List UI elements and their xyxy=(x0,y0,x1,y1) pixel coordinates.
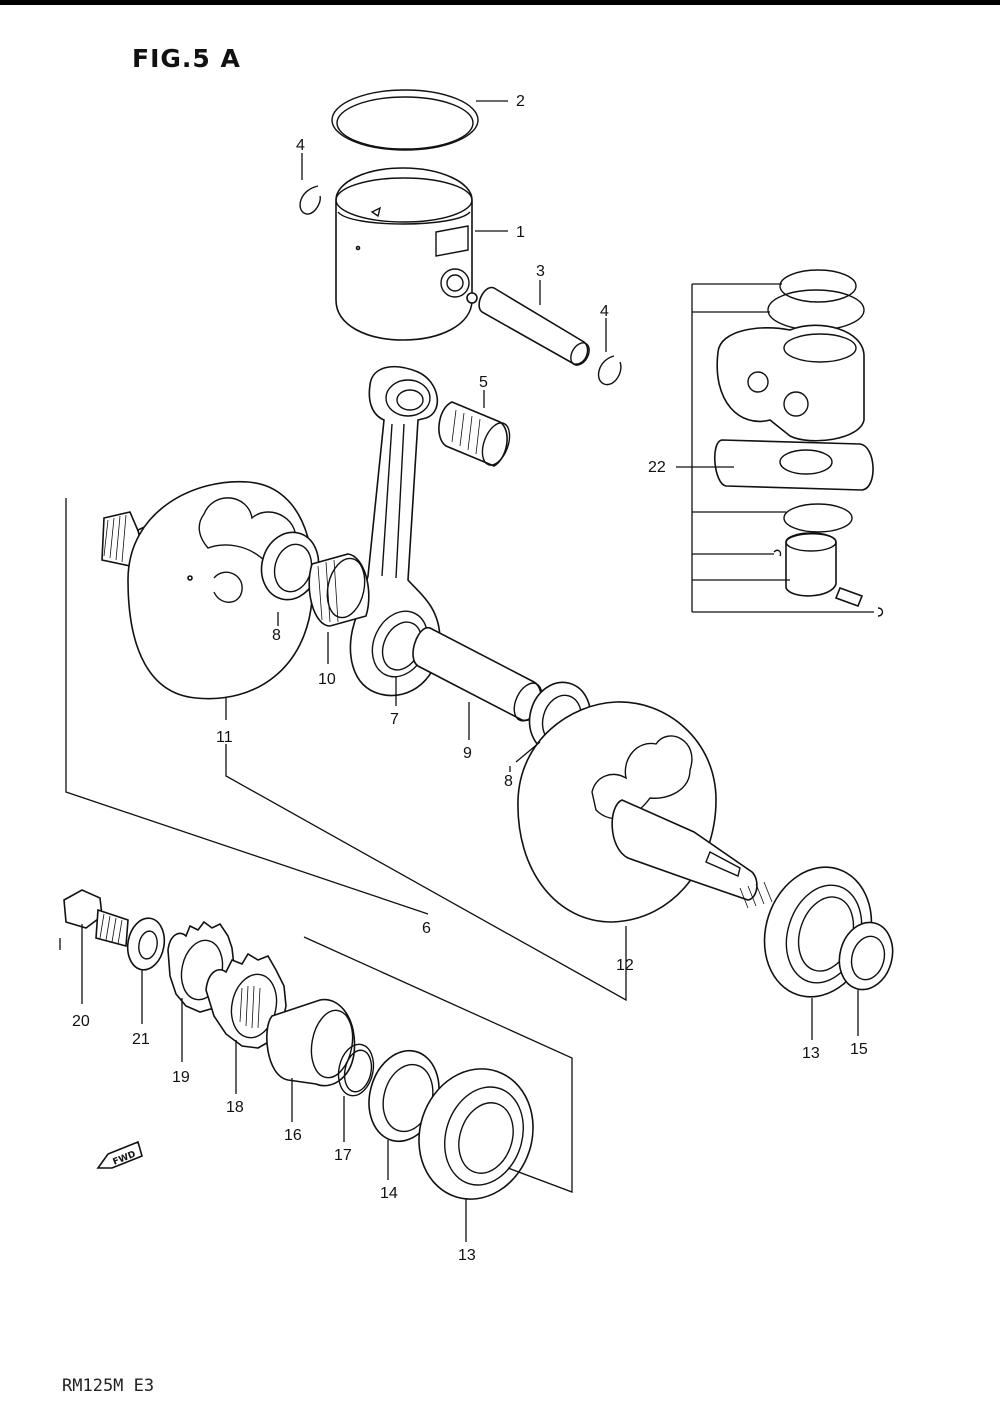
callout-21: 21 xyxy=(132,1031,150,1048)
callout-12: 12 xyxy=(616,957,634,974)
piston-pin-clip-lower[interactable] xyxy=(597,355,622,386)
callout-13-lower: 13 xyxy=(458,1247,476,1264)
bolt-washer[interactable] xyxy=(124,915,168,972)
fwd-arrow-icon: FWD xyxy=(96,1140,143,1169)
inset-top-end-kit[interactable] xyxy=(713,269,884,617)
callout-1: 1 xyxy=(516,224,525,241)
crank-bolt[interactable] xyxy=(63,889,129,948)
o-ring[interactable] xyxy=(334,1041,378,1099)
callout-13-right: 13 xyxy=(802,1045,820,1062)
piston-pin[interactable] xyxy=(478,286,593,369)
spacer[interactable] xyxy=(266,998,358,1087)
callout-labels: 2 4 1 3 4 5 22 8 10 7 11 9 8 6 12 20 21 … xyxy=(72,93,868,1264)
piston-pin-clip-upper[interactable] xyxy=(299,185,321,215)
scan-top-border xyxy=(0,0,1000,5)
callout-4-lower: 4 xyxy=(600,303,609,320)
callout-17: 17 xyxy=(334,1147,352,1164)
callout-10: 10 xyxy=(318,671,336,688)
callout-15: 15 xyxy=(850,1041,868,1058)
callout-3: 3 xyxy=(536,263,545,280)
leader-lines xyxy=(59,100,874,1242)
callout-18: 18 xyxy=(226,1099,244,1116)
callout-8-right: 8 xyxy=(504,773,513,790)
callout-2: 2 xyxy=(516,93,525,110)
callout-5: 5 xyxy=(479,374,488,391)
left-main-bearing[interactable] xyxy=(402,1054,549,1214)
figure-title: FIG.5 A xyxy=(132,44,241,73)
callout-11: 11 xyxy=(216,729,233,746)
callout-14: 14 xyxy=(380,1185,398,1202)
callout-6: 6 xyxy=(422,920,431,937)
callout-22: 22 xyxy=(648,459,666,476)
small-end-needle-bearing[interactable] xyxy=(438,401,515,469)
callout-16: 16 xyxy=(284,1127,302,1144)
callout-4-upper: 4 xyxy=(296,137,305,154)
callout-8-left: 8 xyxy=(272,627,281,644)
left-crank-web[interactable] xyxy=(101,480,314,700)
big-end-needle-bearing[interactable] xyxy=(308,553,370,627)
piston[interactable] xyxy=(335,167,478,341)
callout-9: 9 xyxy=(463,745,472,762)
callout-19: 19 xyxy=(172,1069,190,1086)
callout-20: 20 xyxy=(72,1013,90,1030)
primary-gear-inner[interactable] xyxy=(205,952,287,1049)
right-crank-web[interactable] xyxy=(517,701,773,923)
piston-ring[interactable] xyxy=(331,89,479,151)
callout-7: 7 xyxy=(390,711,399,728)
crank-pin[interactable] xyxy=(412,627,547,726)
model-code: RM125M E3 xyxy=(62,1376,155,1396)
oil-seal[interactable] xyxy=(832,916,900,995)
